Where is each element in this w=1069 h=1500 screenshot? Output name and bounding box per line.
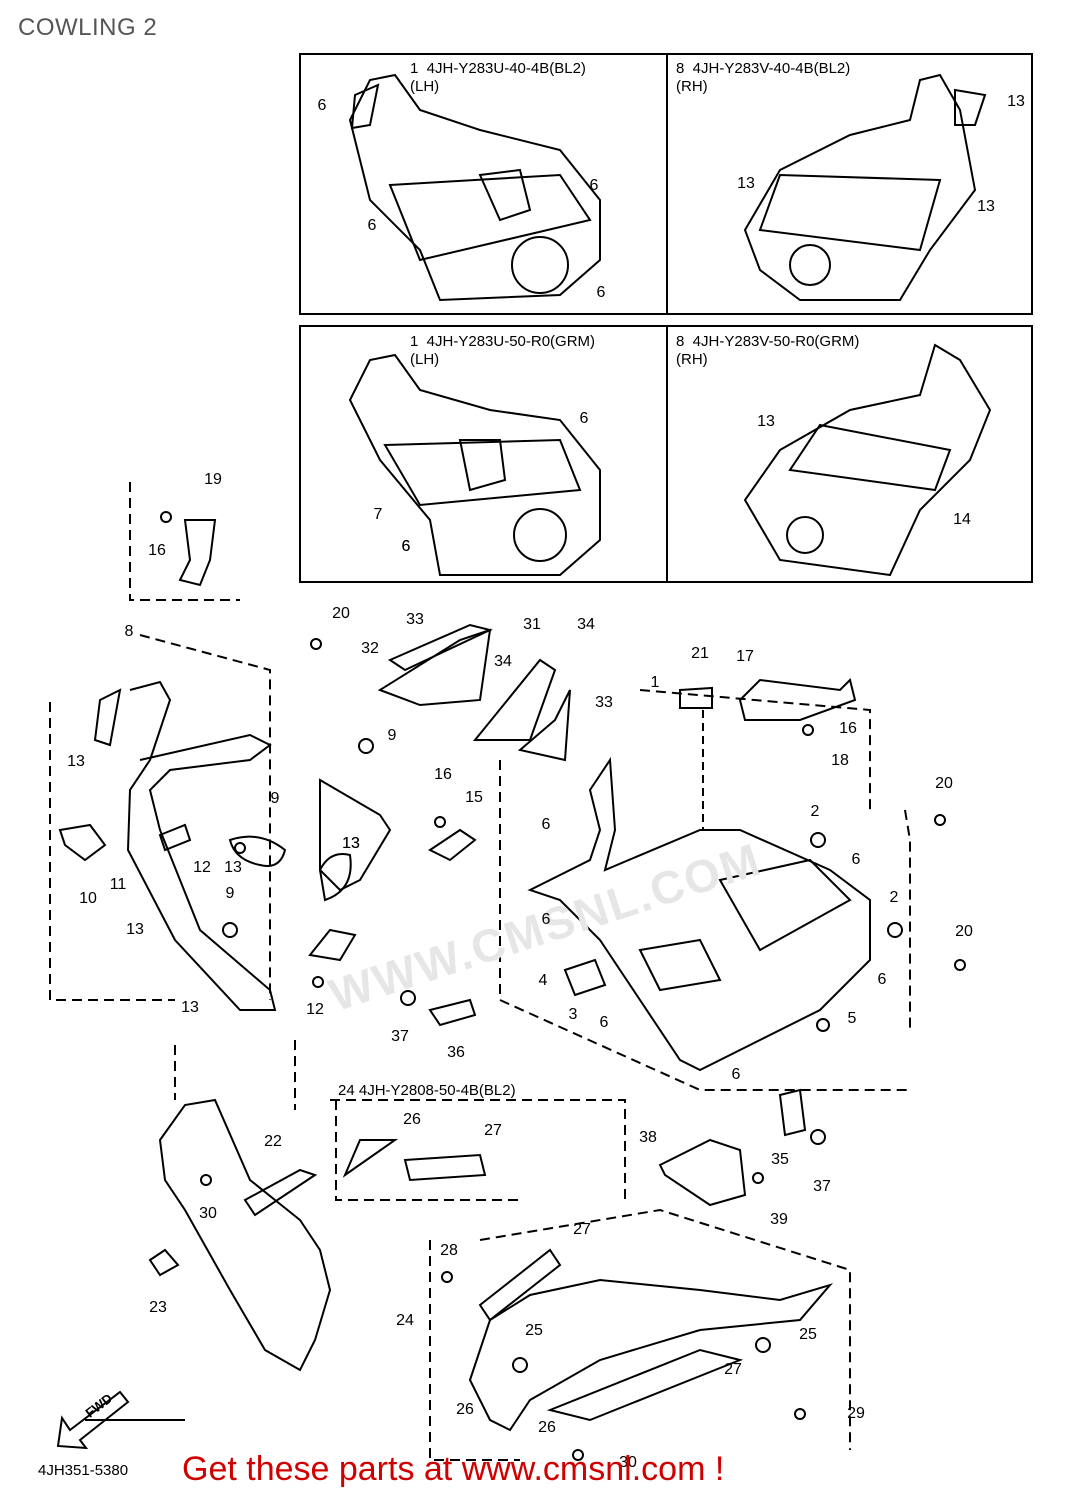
callout-label: 15 [465, 789, 483, 806]
callout-label: 8 [124, 623, 134, 640]
callout-label: 21 [691, 645, 709, 662]
callout-label: 13 [224, 859, 242, 876]
callout-label: 33 [595, 694, 613, 711]
callout-label: 20 [955, 923, 973, 940]
callout-label: 9 [387, 727, 397, 744]
callout-label: 4 [538, 972, 548, 989]
callout-label: 35 [771, 1151, 789, 1168]
callout-label: 6 [541, 911, 551, 928]
callout-label: 6 [599, 1014, 609, 1031]
callout-label: 18 [831, 752, 849, 769]
callout-label: 20 [332, 605, 350, 622]
callout-label: 30 [199, 1205, 217, 1222]
callout-label: 36 [447, 1044, 465, 1061]
callout-label: 27 [484, 1122, 502, 1139]
callout-label: 22 [264, 1133, 282, 1150]
callout-label: 13 [977, 198, 995, 215]
callout-label: 34 [577, 616, 595, 633]
callout-label: 9 [270, 790, 280, 807]
callout-label: 13 [67, 753, 85, 770]
callout-label: 17 [736, 648, 754, 665]
box-title-2: 8 4JH-Y283V-40-4B(BL2) (RH) [676, 60, 851, 95]
callout-label: 38 [639, 1129, 657, 1146]
callout-label: 26 [403, 1111, 421, 1128]
callout-label: 37 [813, 1178, 831, 1195]
callout-label: 25 [799, 1326, 817, 1343]
callout-label: 13 [737, 175, 755, 192]
callout-label: 5 [847, 1010, 857, 1027]
callout-label: 1 [650, 674, 660, 691]
callout-label: 12 [306, 1001, 324, 1018]
callout-label: 6 [851, 851, 861, 868]
callout-label: 24 [396, 1312, 414, 1329]
callout-label: 6 [317, 97, 327, 114]
callout-label: 32 [361, 640, 379, 657]
callout-label: 9 [225, 885, 235, 902]
callout-label: 29 [847, 1405, 865, 1422]
callout-label: 19 [204, 471, 222, 488]
callout-label: 14 [953, 511, 971, 528]
sub-assembly-label: 24 4JH-Y2808-50-4B(BL2) [338, 1082, 516, 1099]
callout-label: 13 [1007, 93, 1025, 110]
page-title: COWLING 2 [18, 14, 158, 41]
callout-label: 11 [109, 876, 127, 893]
callout-label: 25 [525, 1322, 543, 1339]
callout-label: 27 [724, 1361, 742, 1378]
callout-label: 37 [391, 1028, 409, 1045]
callout-label: 34 [494, 653, 512, 670]
callout-label: 13 [126, 921, 144, 938]
diagram-code-label: 4JH351-5380 [38, 1462, 129, 1479]
callout-label: 10 [79, 890, 97, 907]
callout-label: 27 [573, 1221, 591, 1238]
fwd-arrow-icon [56, 1390, 130, 1450]
callout-label: 6 [877, 971, 887, 988]
box-title-1: 1 4JH-Y283U-40-4B(BL2) (LH) [410, 60, 586, 95]
callout-label: 23 [149, 1299, 167, 1316]
callout-label: 16 [839, 720, 857, 737]
callout-label: 30 [619, 1454, 637, 1471]
callout-label: 2 [810, 803, 820, 820]
callout-label: 31 [523, 616, 541, 633]
callout-label: 13 [757, 413, 775, 430]
callout-label: 39 [770, 1211, 788, 1228]
callout-label: 3 [568, 1006, 578, 1023]
callout-label: 13 [342, 835, 360, 852]
callout-label: 26 [538, 1419, 556, 1436]
callout-label: 6 [596, 284, 606, 301]
callout-label: 2 [889, 889, 899, 906]
callout-label: 16 [148, 542, 166, 559]
callout-label: 6 [589, 177, 599, 194]
callout-label: 28 [440, 1242, 458, 1259]
callout-label: 6 [367, 217, 377, 234]
callout-label: 6 [579, 410, 589, 427]
callout-label: 12 [193, 859, 211, 876]
callout-label: 6 [401, 538, 411, 555]
callout-label: 26 [456, 1401, 474, 1418]
callout-label: 13 [181, 999, 199, 1016]
box-title-3: 1 4JH-Y283U-50-R0(GRM) (LH) [410, 333, 596, 368]
callout-label: 6 [731, 1066, 741, 1083]
box-title-4: 8 4JH-Y283V-50-R0(GRM) (RH) [676, 333, 860, 368]
footer-link-text[interactable]: Get these parts at www.cmsnl.com ! [182, 1450, 725, 1488]
callout-label: 6 [541, 816, 551, 833]
callout-label: 13 [342, 835, 360, 852]
callout-label: 20 [935, 775, 953, 792]
callout-label: 33 [406, 611, 424, 628]
callout-label: 6 [401, 538, 411, 555]
callout-label: 16 [434, 766, 452, 783]
callout-label: 7 [373, 506, 383, 523]
